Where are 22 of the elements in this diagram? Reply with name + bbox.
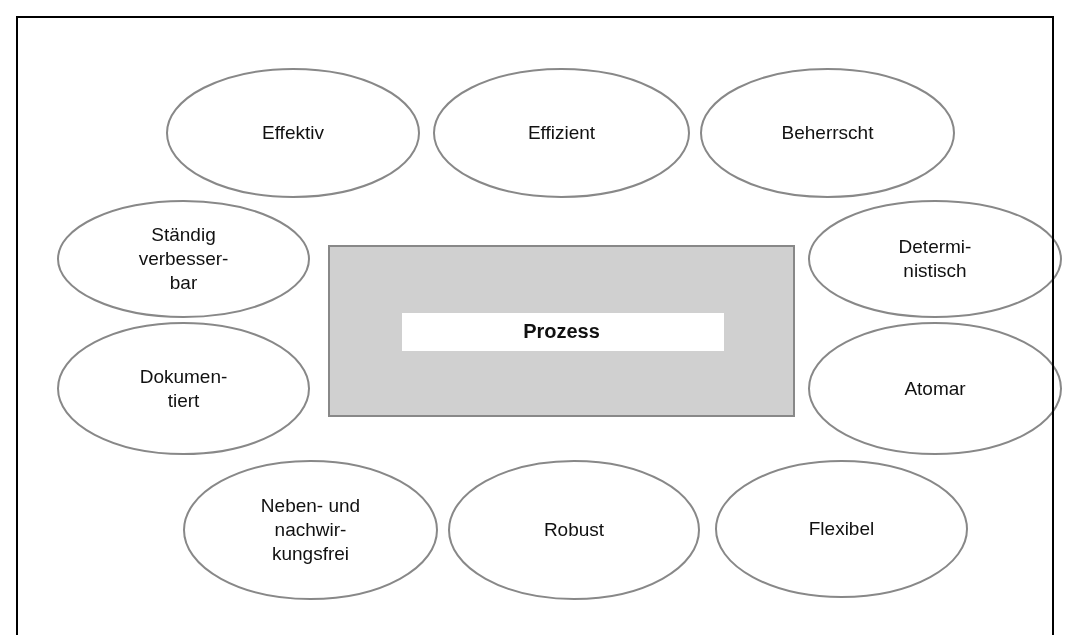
property-label: Flexibel <box>808 517 875 541</box>
property-ellipse <box>808 322 1062 455</box>
property-ellipse <box>166 68 420 198</box>
property-ellipse <box>448 460 700 600</box>
property-ellipse <box>715 460 968 598</box>
property-label: Neben- und nachwir- kungsfrei <box>259 494 362 566</box>
process-box <box>328 245 795 417</box>
property-label: Atomar <box>904 376 966 401</box>
property-ellipse <box>183 460 438 600</box>
property-ellipse <box>808 200 1062 318</box>
property-label: Robust <box>543 518 605 542</box>
property-ellipse <box>57 200 310 318</box>
process-label: Prozess <box>523 318 600 344</box>
property-label: Beherrscht <box>781 121 874 145</box>
property-label: Dokumen- tiert <box>138 364 229 413</box>
property-label: Determi- nistisch <box>897 235 973 283</box>
property-label: Ständig verbesser- bar <box>137 223 230 295</box>
property-label: Effektiv <box>262 121 324 145</box>
property-ellipse <box>700 68 955 198</box>
property-ellipse <box>433 68 690 198</box>
property-label: Effizient <box>527 121 596 145</box>
property-ellipse <box>57 322 310 455</box>
